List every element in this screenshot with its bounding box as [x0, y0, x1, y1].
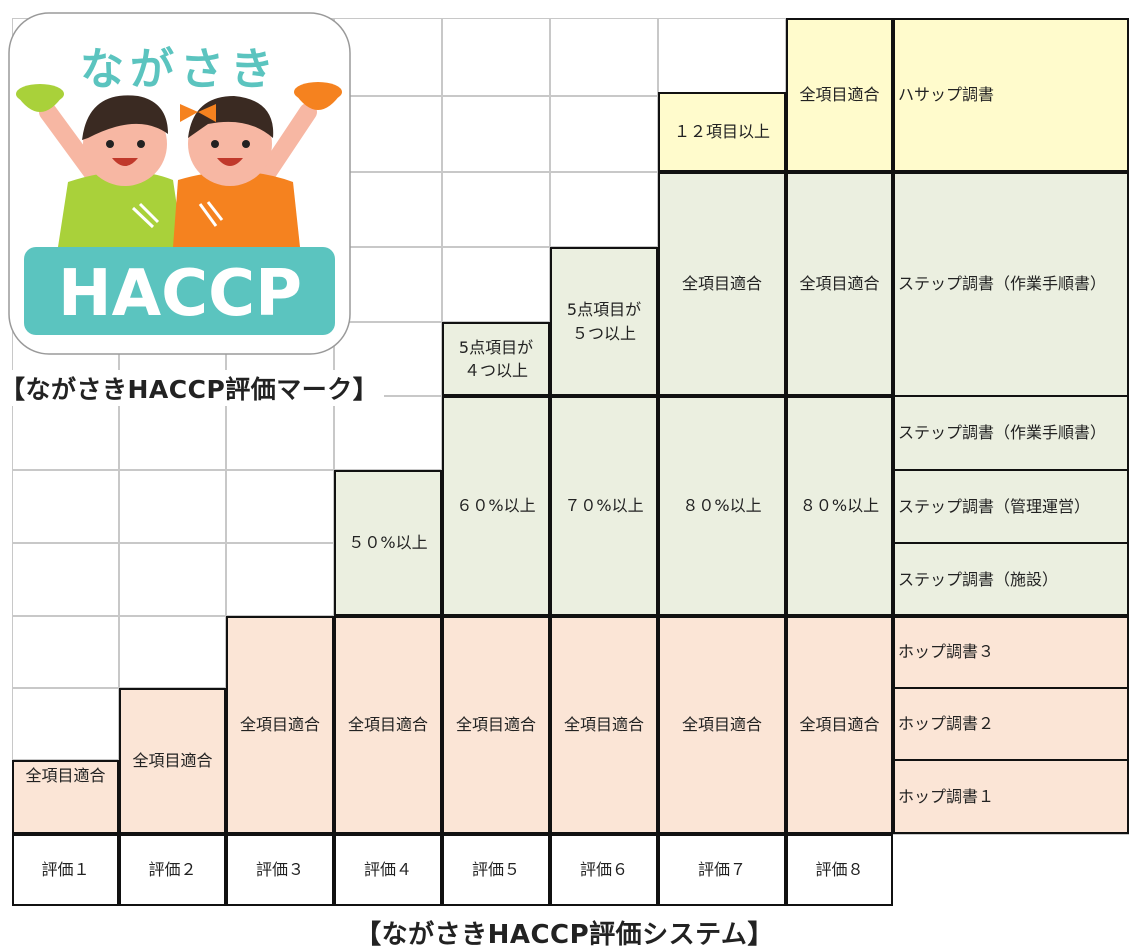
empty-grid-cell: [334, 396, 442, 470]
empty-grid-cell: [550, 18, 658, 96]
category-label-pink: ホップ調書１: [893, 760, 1129, 834]
mark-caption: 【ながさきHACCP評価マーク】: [0, 370, 385, 406]
haccp-requirement-cell: １２項目以上: [658, 92, 786, 172]
empty-grid-cell: [12, 688, 119, 760]
level-label: 評価１: [12, 834, 119, 906]
step-rate-cell: ７０%以上: [550, 396, 658, 616]
step-rate-cell: ８０%以上: [786, 396, 893, 616]
empty-grid-cell: [226, 470, 334, 543]
level-label: 評価７: [658, 834, 786, 906]
logo-haccp-band: [24, 247, 335, 335]
empty-grid-cell: [550, 172, 658, 247]
category-label-green: ステップ調書（作業手順書）: [893, 396, 1129, 470]
level-label: 評価８: [786, 834, 893, 906]
hop-requirement-cell: 全項目適合: [658, 616, 786, 834]
level-label: 評価５: [442, 834, 550, 906]
step-points-cell: 全項目適合: [786, 172, 893, 396]
category-label-pink: ホップ調書３: [893, 616, 1129, 688]
step-points-cell: 全項目適合: [658, 172, 786, 396]
empty-grid-cell: [442, 96, 550, 172]
level-label: 評価２: [119, 834, 226, 906]
empty-grid-cell: [12, 543, 119, 616]
logo-top-text: ながさき: [80, 44, 280, 95]
empty-grid-cell: [550, 96, 658, 172]
empty-grid-cell: [442, 247, 550, 322]
category-label-green: ステップ調書（施設）: [893, 543, 1129, 616]
empty-grid-cell: [658, 18, 786, 96]
step-rate-cell: ５０%以上: [334, 470, 442, 616]
empty-grid-cell: [12, 396, 119, 470]
empty-grid-cell: [12, 470, 119, 543]
hop-requirement-cell: 全項目適合: [334, 616, 442, 834]
empty-grid-cell: [334, 322, 442, 396]
empty-grid-cell: [12, 616, 119, 688]
step-rate-cell: ６０%以上: [442, 396, 550, 616]
level-label: 評価４: [334, 834, 442, 906]
step-points-cell: 5点項目が ５つ以上: [550, 247, 658, 396]
empty-grid-cell: [119, 616, 226, 688]
hop-requirement-cell: 全項目適合: [119, 688, 226, 834]
category-label-pink: ホップ調書２: [893, 688, 1129, 760]
hop-requirement-cell: 全項目適合: [442, 616, 550, 834]
empty-grid-cell: [442, 172, 550, 247]
step-rate-cell: ８０%以上: [658, 396, 786, 616]
empty-grid-cell: [226, 543, 334, 616]
system-caption: 【ながさきHACCP評価システム】: [355, 920, 774, 950]
empty-grid-cell: [226, 396, 334, 470]
category-label-yellow: ハサップ調書: [893, 18, 1129, 172]
empty-grid-cell: [119, 396, 226, 470]
empty-grid-cell: [119, 470, 226, 543]
hop-requirement-cell: 全項目適合: [786, 616, 893, 834]
hop-requirement-cell: 全項目適合: [12, 760, 119, 834]
category-label-green: ステップ調書（作業手順書）: [893, 172, 1129, 396]
empty-grid-cell: [442, 18, 550, 96]
nagasaki-haccp-mark-logo: ながさき HACCP: [8, 12, 351, 355]
children-illustration: [16, 82, 342, 247]
level-label: 評価３: [226, 834, 334, 906]
level-label: 評価６: [550, 834, 658, 906]
hop-requirement-cell: 全項目適合: [226, 616, 334, 834]
empty-corner-cell: [893, 834, 1129, 906]
hop-requirement-cell: 全項目適合: [550, 616, 658, 834]
step-points-cell: 5点項目が ４つ以上: [442, 322, 550, 396]
empty-grid-cell: [119, 543, 226, 616]
category-label-green: ステップ調書（管理運営）: [893, 470, 1129, 543]
logo-haccp-text: HACCP: [58, 257, 302, 331]
haccp-requirement-cell: 全項目適合: [786, 18, 893, 172]
